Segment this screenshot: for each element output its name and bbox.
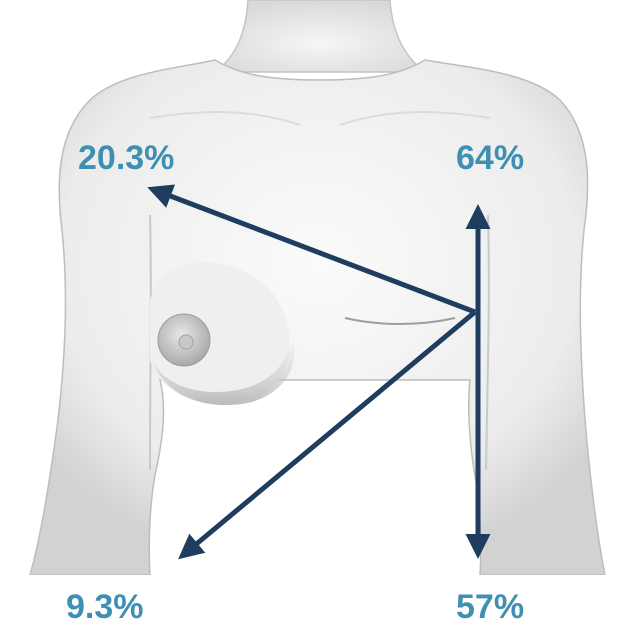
neck bbox=[215, 0, 425, 72]
label-lower-outer: 9.3% bbox=[66, 590, 144, 624]
label-upper: 64% bbox=[456, 141, 524, 175]
label-lower: 57% bbox=[456, 590, 524, 624]
label-upper-outer: 20.3% bbox=[78, 141, 174, 175]
nipple bbox=[179, 335, 193, 349]
torso bbox=[30, 60, 605, 575]
